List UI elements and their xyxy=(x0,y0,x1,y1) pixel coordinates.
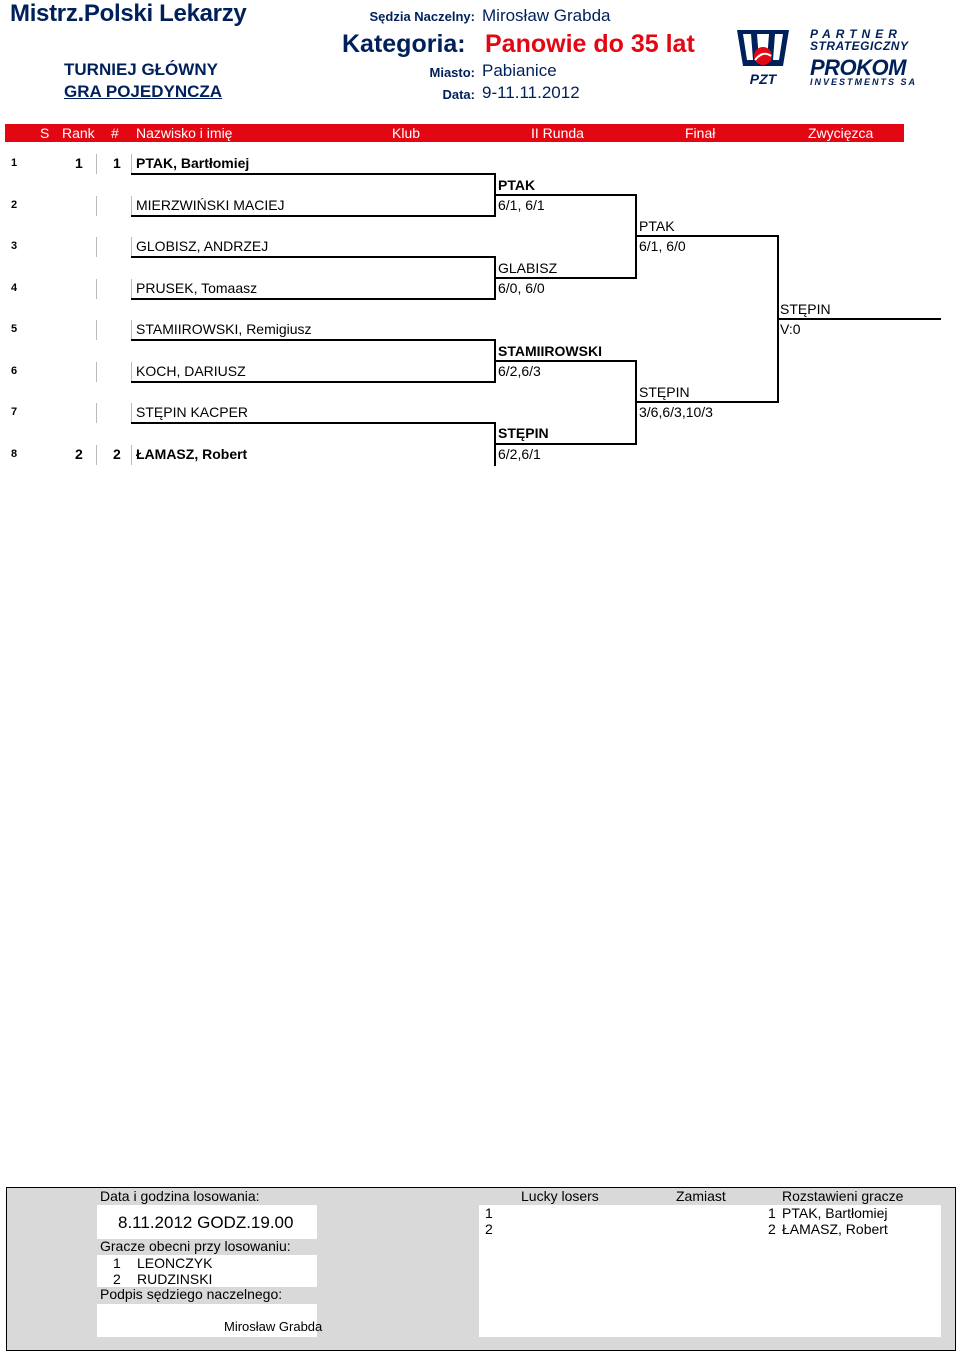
round2-winner: STAMIIROWSKI xyxy=(498,343,602,359)
final-score: 3/6,6/3,10/3 xyxy=(639,404,713,420)
round2-score: 6/0, 6/0 xyxy=(498,280,545,296)
present-num: 2 xyxy=(113,1271,121,1287)
champion-score: V:0 xyxy=(780,321,801,337)
col-hash: # xyxy=(111,125,119,141)
round2-score: 6/2,6/1 xyxy=(498,446,541,462)
final-winner: PTAK xyxy=(639,218,675,234)
player-name: PRUSEK, Tomaasz xyxy=(136,280,258,296)
player-rank: 1 xyxy=(75,155,83,171)
col-name: Nazwisko i imię xyxy=(136,125,233,141)
round2-winner: GLABISZ xyxy=(498,260,558,276)
lucky-num: 1 xyxy=(485,1205,493,1221)
player-seq: 1 xyxy=(11,157,18,169)
draw-type: TURNIEJ GŁÓWNY xyxy=(64,60,218,79)
player-seq: 3 xyxy=(11,240,18,252)
col-rank: Rank xyxy=(62,125,95,141)
draw-info-footer: Data i godzina losowania: 8.11.2012 GODZ… xyxy=(6,1187,956,1351)
investments-text: INVESTMENTS SA xyxy=(810,77,918,87)
player-seq: 4 xyxy=(11,282,18,294)
final-score: 6/1, 6/0 xyxy=(639,238,686,254)
date-label: Data: xyxy=(442,87,475,102)
category-value: Panowie do 35 lat xyxy=(485,30,695,58)
final-winner: STĘPIN xyxy=(639,384,690,400)
partner-line2: STRATEGICZNY xyxy=(810,39,909,53)
present-list: 1 LEONCZYK 2 RUDZINSKI xyxy=(97,1255,317,1287)
draw-date-value: 8.11.2012 GODZ.19.00 xyxy=(118,1213,294,1232)
player-name: STAMIIROWSKI, Remigiusz xyxy=(136,321,312,337)
judge-label: Sędzia Naczelny: xyxy=(369,9,476,24)
present-name: RUDZINSKI xyxy=(137,1271,213,1287)
prokom-text: PROKOM xyxy=(810,55,907,80)
round2-winner: STĘPIN xyxy=(498,425,549,441)
lucky-seeds-box: 1 2 1 PTAK, Bartłomiej 2 ŁAMASZ, Robert xyxy=(479,1205,941,1337)
player-name: ŁAMASZ, Robert xyxy=(136,446,248,462)
draw-date-box: 8.11.2012 GODZ.19.00 xyxy=(97,1205,317,1239)
round2-winner: PTAK xyxy=(498,177,536,193)
instead-label: Zamiast xyxy=(676,1188,726,1204)
player-name: PTAK, Bartłomiej xyxy=(136,155,250,171)
player-seq: 6 xyxy=(11,365,18,377)
player-seq: 2 xyxy=(11,199,18,211)
signature-box: Mirosław Grabda xyxy=(97,1304,322,1337)
column-header-bar: S Rank # Nazwisko i imię Klub II Runda F… xyxy=(5,124,904,142)
seed-name: ŁAMASZ, Robert xyxy=(782,1221,888,1237)
seeds-label: Rozstawieni gracze xyxy=(782,1188,904,1204)
player-name: MIERZWIŃSKI MACIEJ xyxy=(136,197,285,213)
col-winner: Zwycięzca xyxy=(808,125,874,141)
partner-line1: PARTNER xyxy=(810,27,902,41)
player-seed: 2 xyxy=(113,446,121,462)
partner-logo: PARTNER STRATEGICZNY PROKOM INVESTMENTS … xyxy=(810,27,925,87)
player-seq: 5 xyxy=(11,323,18,335)
player-seed: 1 xyxy=(113,155,121,171)
category-label: Kategoria: xyxy=(342,30,466,58)
seed-name: PTAK, Bartłomiej xyxy=(782,1205,888,1221)
present-num: 1 xyxy=(113,1255,121,1271)
svg-text:PZT: PZT xyxy=(750,71,778,87)
player-rank: 2 xyxy=(75,446,83,462)
present-label: Gracze obecni przy losowaniu: xyxy=(100,1238,291,1254)
player-seq: 7 xyxy=(11,406,18,418)
seed-num: 1 xyxy=(768,1205,776,1221)
round2-score: 6/2,6/3 xyxy=(498,363,541,379)
col-final: Finał xyxy=(685,125,716,141)
player-name: KOCH, DARIUSZ xyxy=(136,363,246,379)
signature-value: Mirosław Grabda xyxy=(224,1319,323,1334)
signature-label: Podpis sędziego naczelnego: xyxy=(100,1286,283,1302)
pzt-logo: PZT xyxy=(733,26,793,88)
present-name: LEONCZYK xyxy=(137,1255,213,1271)
col-club: Klub xyxy=(392,125,421,141)
col-s: S xyxy=(40,125,50,141)
player-name: GLOBISZ, ANDRZEJ xyxy=(136,238,269,254)
judge-value: Mirosław Grabda xyxy=(482,6,611,25)
player-name: STĘPIN KACPER xyxy=(136,404,249,420)
tournament-title: Mistrz.Polski Lekarzy xyxy=(10,0,247,27)
city-label: Miasto: xyxy=(429,65,476,80)
city-value: Pabianice xyxy=(482,61,557,80)
col-round2: II Runda xyxy=(531,125,584,141)
date-value: 9-11.11.2012 xyxy=(482,83,580,102)
event-type: GRA POJEDYNCZA xyxy=(64,82,223,101)
lucky-losers-label: Lucky losers xyxy=(521,1188,599,1204)
seed-num: 2 xyxy=(768,1221,776,1237)
lucky-num: 2 xyxy=(485,1221,493,1237)
champion-name: STĘPIN xyxy=(780,301,831,317)
round2-score: 6/1, 6/1 xyxy=(498,197,545,213)
draw-date-label: Data i godzina losowania: xyxy=(100,1188,260,1204)
player-seq: 8 xyxy=(11,448,18,460)
